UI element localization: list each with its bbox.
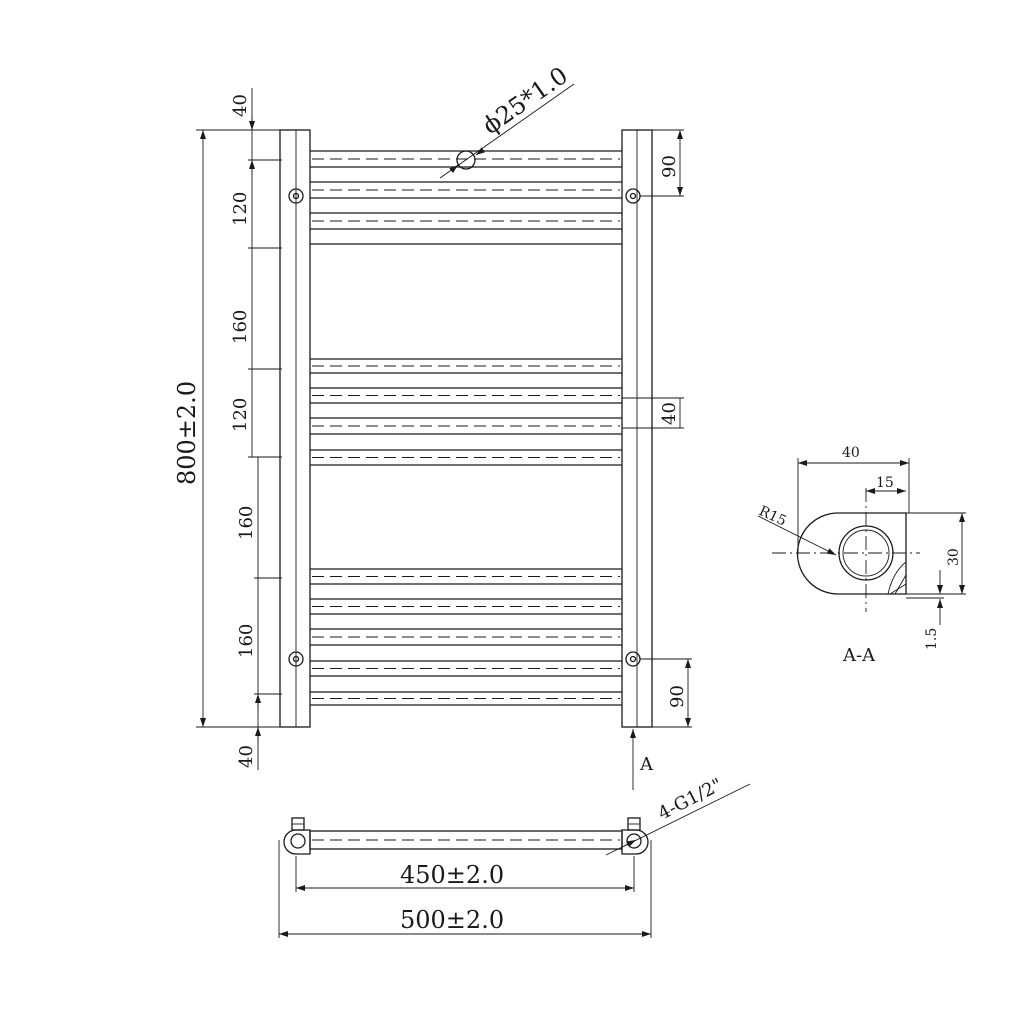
section-radius-label: R15 (756, 503, 788, 529)
section-view-aa: 40 15 R15 30 1.5 A-A (756, 445, 966, 666)
dim-right-40: 40 (659, 402, 680, 425)
left-rail (279, 129, 311, 728)
dim-bottom-40: 40 (236, 745, 257, 768)
tube-section-marker (456, 150, 476, 170)
dim-160-upper: 160 (230, 310, 251, 344)
dim-120-top: 120 (230, 192, 251, 226)
overall-width-label: 500±2.0 (400, 906, 504, 934)
dim-top-40: 40 (230, 94, 251, 117)
horizontal-tubes (310, 150, 622, 706)
dim-right-90-bottom: 90 (667, 685, 688, 708)
dim-120-mid: 120 (230, 398, 251, 432)
tube-spec-label: ϕ25*1.0 (477, 61, 573, 140)
left-dimension-chain: 40 120 160 120 160 160 40 (230, 88, 282, 770)
mounting-hole (288, 651, 304, 667)
top-view: 4-G1/2" 450±2.0 500±2.0 (278, 774, 751, 938)
mounting-hole (625, 188, 641, 204)
dim-right-90-top: 90 (659, 155, 680, 178)
section-offset-label: 15 (876, 475, 894, 491)
section-height-label: 30 (946, 548, 962, 566)
connection-spec-label: 4-G1/2" (655, 774, 726, 824)
mounting-hole (288, 188, 304, 204)
section-arrow: A (630, 729, 654, 790)
dim-160-lower: 160 (236, 624, 257, 658)
right-dimensions: 90 40 90 (622, 129, 692, 728)
dim-160-mid: 160 (236, 506, 257, 540)
overall-height-label: 800±2.0 (173, 381, 201, 485)
section-width-label: 40 (842, 445, 860, 461)
section-wall-label: 1.5 (924, 628, 940, 650)
section-arrow-label: A (639, 754, 654, 775)
center-distance-label: 450±2.0 (400, 861, 504, 889)
section-title: A-A (842, 645, 876, 666)
front-view: ϕ25*1.0 800±2.0 40 120 160 120 (173, 61, 692, 790)
mounting-hole (625, 651, 641, 667)
connection-port-left (290, 833, 306, 849)
